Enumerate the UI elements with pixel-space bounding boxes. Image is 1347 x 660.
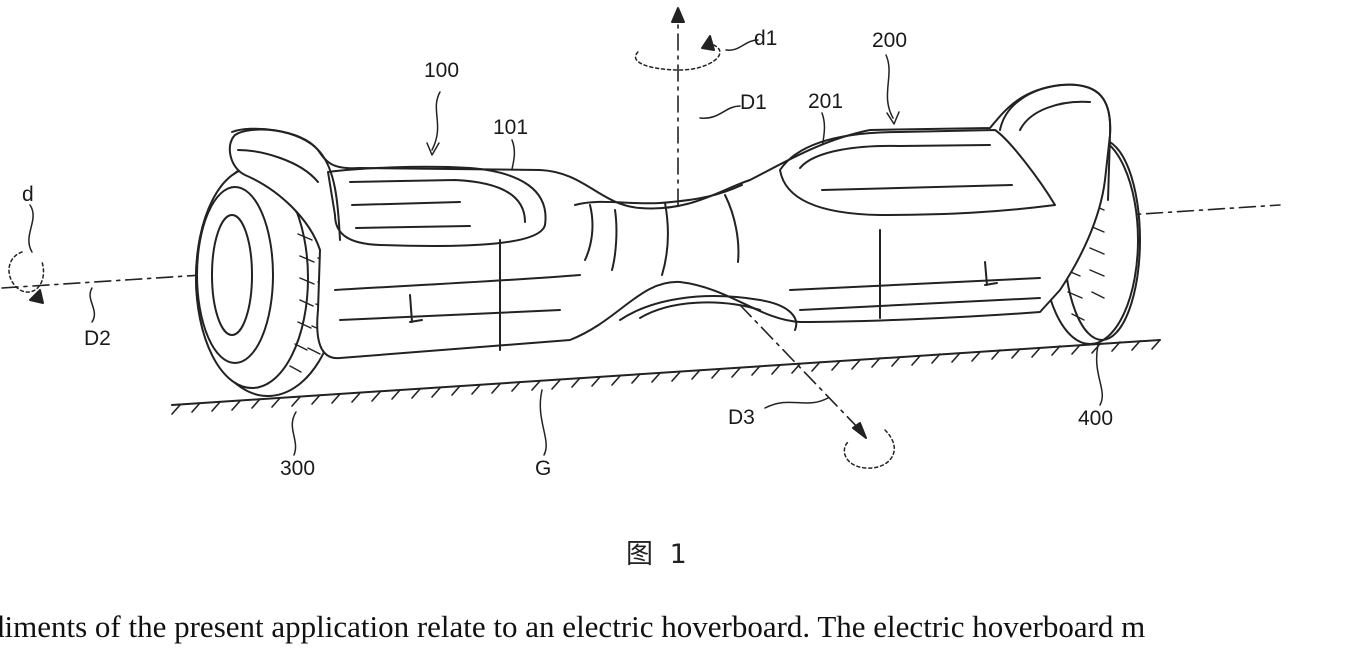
label-d: d	[22, 184, 34, 205]
body-paragraph: bodiments of the present application rel…	[0, 608, 1347, 645]
figure-caption: 图 1	[626, 532, 691, 571]
label-100: 100	[424, 60, 459, 81]
label-101: 101	[493, 117, 528, 138]
label-300: 300	[280, 458, 315, 479]
label-G: G	[535, 458, 551, 479]
label-D1: D1	[740, 92, 767, 113]
rotation-d1-arrowhead	[702, 36, 714, 50]
label-d1: d1	[754, 28, 777, 49]
label-D2: D2	[84, 328, 111, 349]
label-D3: D3	[728, 407, 755, 428]
label-201: 201	[808, 91, 843, 112]
label-400: 400	[1078, 408, 1113, 429]
label-200: 200	[872, 30, 907, 51]
patent-drawing	[0, 0, 1347, 600]
hoverboard-body	[230, 85, 1110, 358]
axis-D1-arrow	[672, 8, 684, 22]
rotation-D3-arrow	[844, 430, 894, 468]
